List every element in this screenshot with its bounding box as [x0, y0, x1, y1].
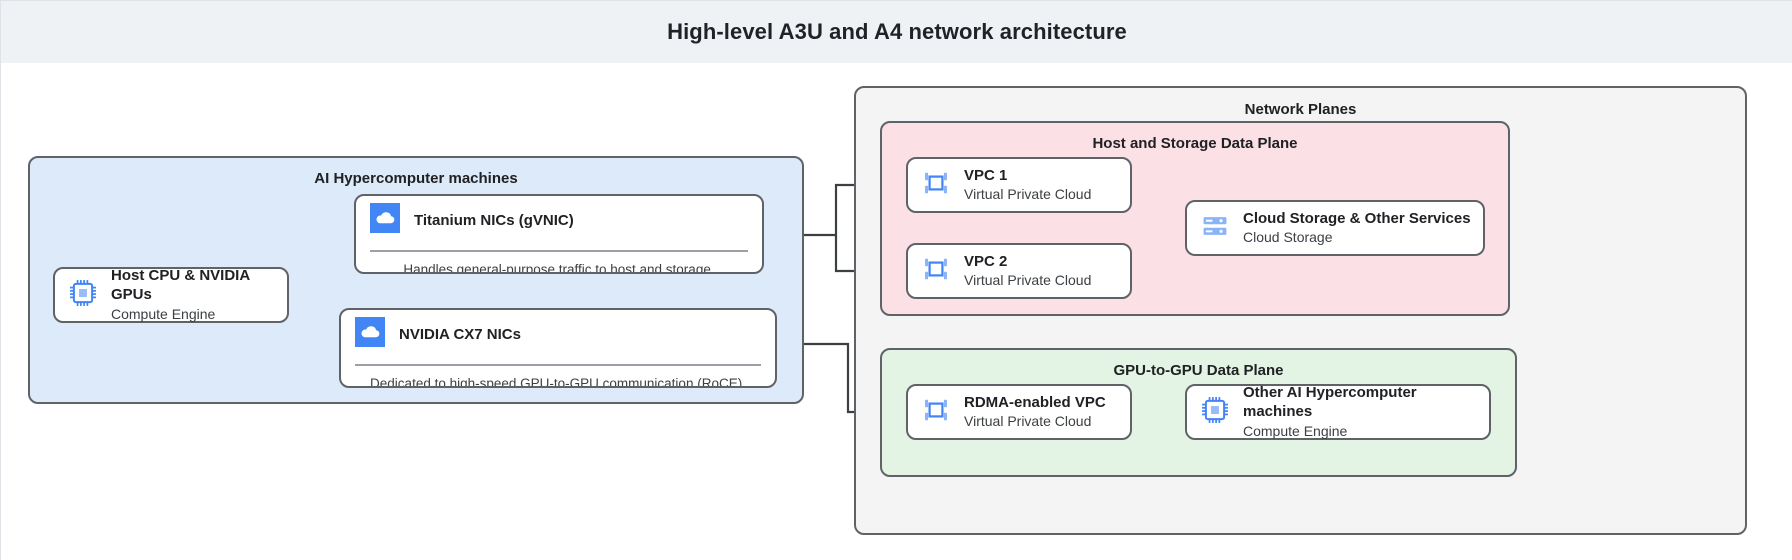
- vpc-icon: [922, 255, 950, 288]
- group-title-machines: AI Hypercomputer machines: [314, 170, 518, 187]
- node-host-cpu-gpus[interactable]: Host CPU & NVIDIA GPUs Compute Engine: [53, 267, 289, 323]
- cpu-chip-icon: [1201, 396, 1229, 429]
- vpc-icon: [922, 169, 950, 202]
- node-subtitle: Virtual Private Cloud: [964, 186, 1092, 203]
- node-cloud-storage[interactable]: Cloud Storage & Other Services Cloud Sto…: [1185, 200, 1485, 256]
- vpc-icon: [922, 396, 950, 429]
- node-title: VPC 2: [964, 252, 1008, 270]
- cloud-icon: [370, 202, 400, 238]
- node-subtitle: Compute Engine: [111, 305, 216, 322]
- node-subtitle: Compute Engine: [1243, 422, 1348, 439]
- cloud-storage-icon: [1201, 212, 1229, 245]
- node-subtitle: Virtual Private Cloud: [964, 272, 1092, 289]
- diagram-canvas: AI Hypercomputer machines: [1, 63, 1792, 560]
- node-vpc-2[interactable]: VPC 2 Virtual Private Cloud: [906, 243, 1132, 299]
- card-nvidia-cx7-nics[interactable]: NVIDIA CX7 NICs Dedicated to high-speed …: [339, 308, 777, 388]
- card-divider: [355, 364, 761, 366]
- node-vpc-1[interactable]: VPC 1 Virtual Private Cloud: [906, 157, 1132, 213]
- card-divider: [370, 250, 748, 252]
- card-title: NVIDIA CX7 NICs: [399, 325, 521, 343]
- cloud-icon: [355, 316, 385, 352]
- card-header: Titanium NICs (gVNIC): [356, 196, 762, 244]
- page-title: High-level A3U and A4 network architectu…: [667, 19, 1127, 44]
- node-rdma-enabled-vpc[interactable]: RDMA-enabled VPC Virtual Private Cloud: [906, 384, 1132, 440]
- group-title-gpu-plane: GPU-to-GPU Data Plane: [1113, 362, 1284, 379]
- group-title-network-planes: Network Planes: [1244, 101, 1357, 118]
- card-title: Titanium NICs (gVNIC): [414, 211, 574, 229]
- node-other-ai-hypercomputer-machines[interactable]: Other AI Hypercomputer machines Compute …: [1185, 384, 1491, 440]
- node-title: RDMA-enabled VPC: [964, 393, 1106, 411]
- node-subtitle: Virtual Private Cloud: [964, 413, 1092, 430]
- page-header: High-level A3U and A4 network architectu…: [1, 1, 1792, 64]
- card-titanium-nics[interactable]: Titanium NICs (gVNIC) Handles general-pu…: [354, 194, 764, 274]
- node-title: Other AI Hypercomputer machines: [1243, 384, 1417, 420]
- card-description: Dedicated to high-speed GPU-to-GPU commu…: [370, 376, 746, 388]
- node-title: Cloud Storage & Other Services: [1243, 209, 1471, 227]
- group-title-host-storage-plane: Host and Storage Data Plane: [1092, 135, 1298, 152]
- node-title: VPC 1: [964, 166, 1008, 184]
- node-subtitle: Cloud Storage: [1243, 229, 1333, 246]
- cpu-chip-icon: [69, 279, 97, 312]
- node-title: Host CPU & NVIDIA GPUs: [111, 267, 250, 303]
- card-description: Handles general-purpose traffic to host …: [403, 262, 715, 274]
- card-header: NVIDIA CX7 NICs: [341, 310, 775, 358]
